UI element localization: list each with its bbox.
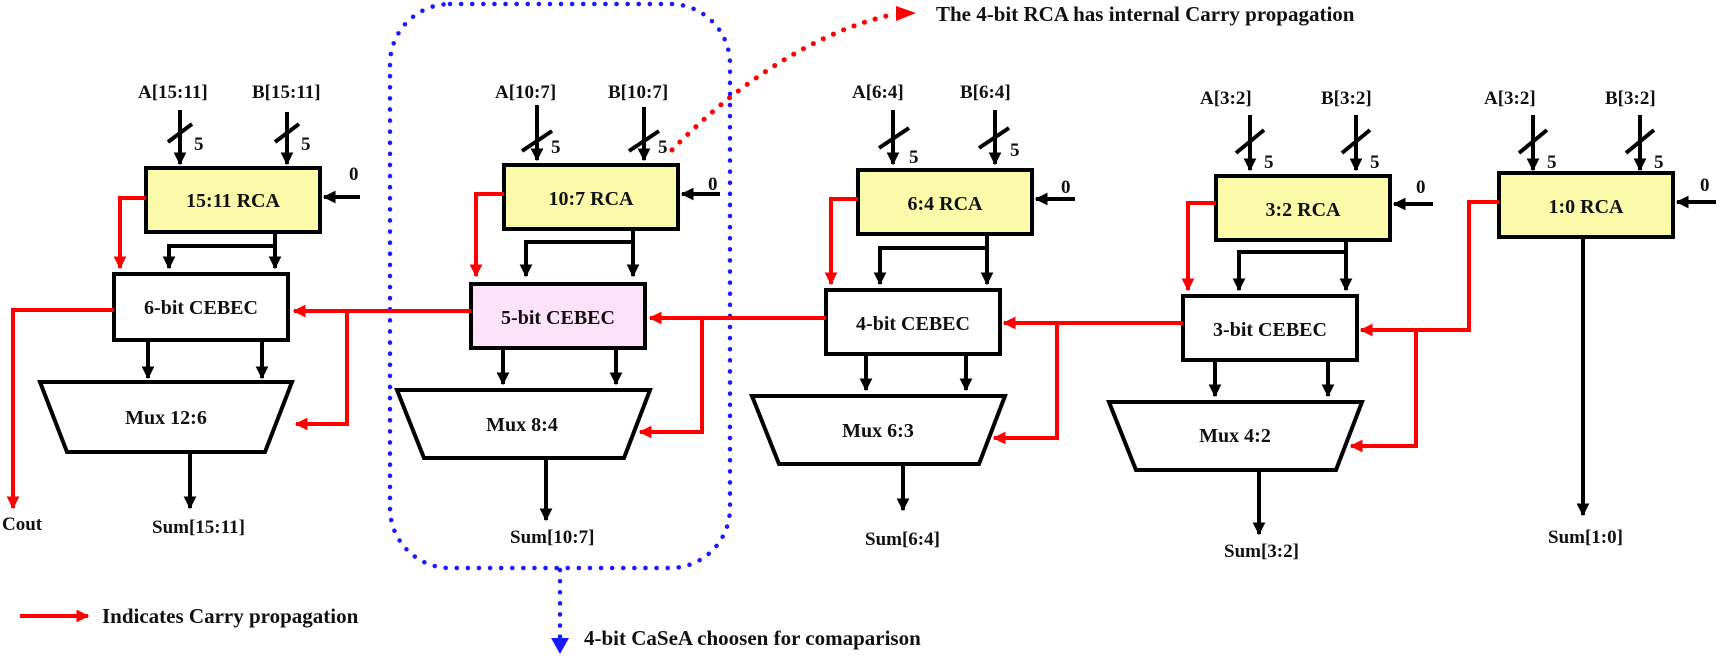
bus-slash-icon xyxy=(1624,128,1656,155)
rca-carry-wire xyxy=(824,197,858,286)
cebec-block xyxy=(824,288,1002,356)
mux-block xyxy=(749,394,1008,466)
rca-to-cebec-wire xyxy=(519,229,635,278)
cebec-label: 4-bit CEBEC xyxy=(856,313,970,335)
input-a-label: A[3:2] xyxy=(1484,88,1536,109)
bus-width-b: 5 xyxy=(1654,152,1664,173)
sum-label: Sum[6:4] xyxy=(865,529,940,550)
stage-15-11: A[15:11] B[15:11] 5 5 15:11 RCA 0 6-bit … xyxy=(2,82,360,538)
rca-note-text: The 4-bit RCA has internal Carry propaga… xyxy=(936,2,1355,26)
cebec-label: 3-bit CEBEC xyxy=(1213,319,1327,341)
carry-select-wire xyxy=(294,311,349,431)
mux-label: Mux 8:4 xyxy=(486,414,558,436)
casea-note-text: 4-bit CaSeA choosen for comaparison xyxy=(584,626,921,650)
carry-out-wire xyxy=(6,308,114,510)
rca-note-pointer-line xyxy=(669,11,898,153)
rca-to-cebec-wire xyxy=(162,232,277,270)
carry-select-wire xyxy=(992,323,1059,445)
carry-in-label: 0 xyxy=(1061,177,1071,198)
carry-in-label: 0 xyxy=(1700,175,1710,196)
input-a-label: A[3:2] xyxy=(1200,88,1252,109)
stage-6-4: A[6:4] B[6:4] 5 5 6:4 RCA 0 4-bit CEBEC … xyxy=(638,82,1075,550)
sum-label: Sum[1:0] xyxy=(1548,527,1623,548)
bus-slash-icon xyxy=(520,129,554,153)
input-b-label: B[15:11] xyxy=(252,82,321,103)
bus-width-b: 5 xyxy=(301,134,311,155)
input-b-label: B[10:7] xyxy=(608,82,668,103)
rca-to-cebec-wire xyxy=(1232,240,1348,292)
mux-label: Mux 4:2 xyxy=(1199,425,1271,447)
carry-select-wire xyxy=(1349,330,1418,453)
sum-label: Sum[3:2] xyxy=(1224,541,1299,562)
input-a-label: A[15:11] xyxy=(138,82,208,103)
input-a-label: A[10:7] xyxy=(495,82,556,103)
stage-3-2: A[3:2] B[3:2] 5 5 3:2 RCA 0 3-bit CEBEC … xyxy=(992,88,1433,562)
legend: Indicates Carry propagation xyxy=(20,604,359,628)
stage-10-7: A[10:7] B[10:7] 5 5 10:7 RCA 0 5-bit CEB… xyxy=(292,82,720,548)
rca-label: 6:4 RCA xyxy=(908,193,984,215)
carry-in-label: 0 xyxy=(349,164,359,185)
rca-label: 1:0 RCA xyxy=(1549,196,1625,218)
rca-to-cebec-wire xyxy=(873,234,989,286)
rca-block xyxy=(856,168,1034,236)
stage-1-0: A[3:2] B[3:2] 5 5 1:0 RCA 0 Sum[1:0] xyxy=(1349,88,1716,548)
bus-slash-icon xyxy=(166,122,194,144)
carry-out-label: Cout xyxy=(2,514,43,535)
mux-block xyxy=(37,380,295,454)
input-b-label: B[3:2] xyxy=(1605,88,1656,109)
rca-carry-wire xyxy=(469,192,504,278)
carry-select-wire xyxy=(638,318,704,439)
rca-carry-wire xyxy=(113,196,146,270)
bus-width-b: 5 xyxy=(658,137,668,158)
bus-slash-icon xyxy=(1234,128,1266,155)
mux-label: Mux 6:3 xyxy=(842,420,914,442)
cebec-block xyxy=(112,272,290,342)
carry-in-label: 0 xyxy=(1416,177,1426,198)
bus-width-a: 5 xyxy=(194,134,204,155)
rca-note-arrowhead-icon xyxy=(896,6,916,21)
bus-width-b: 5 xyxy=(1370,152,1380,173)
casea-highlight-outline xyxy=(387,1,733,571)
cebec-block-highlighted xyxy=(469,282,647,350)
carry-in-label: 0 xyxy=(708,174,718,195)
mux-label: Mux 12:6 xyxy=(125,407,207,429)
cebec-block xyxy=(1181,294,1359,362)
sum-label: Sum[15:11] xyxy=(152,517,245,538)
input-a-label: A[6:4] xyxy=(852,82,904,103)
rca-label: 3:2 RCA xyxy=(1266,199,1342,221)
bus-width-a: 5 xyxy=(909,147,919,168)
input-b-label: B[6:4] xyxy=(960,82,1011,103)
cebec-label: 5-bit CEBEC xyxy=(501,307,615,329)
mux-block xyxy=(394,388,653,460)
rca-label: 10:7 RCA xyxy=(549,188,635,210)
legend-label: Indicates Carry propagation xyxy=(102,604,359,628)
bus-slash-icon xyxy=(273,122,301,144)
bus-slash-icon xyxy=(1517,128,1549,155)
rca-carry-wire xyxy=(1181,201,1216,292)
rca-block xyxy=(1497,171,1675,239)
sum-label: Sum[10:7] xyxy=(510,527,594,548)
bus-width-a: 5 xyxy=(551,137,561,158)
rca-block xyxy=(1214,174,1392,242)
rca-block xyxy=(502,163,680,231)
bus-slash-icon xyxy=(1340,128,1372,155)
bus-slash-icon xyxy=(627,129,661,153)
bus-width-a: 5 xyxy=(1264,152,1274,173)
casea-pointer-arrowhead-icon xyxy=(551,638,569,654)
bus-slash-icon xyxy=(877,126,911,150)
rca-label: 15:11 RCA xyxy=(186,190,280,212)
mux-block xyxy=(1106,400,1365,472)
bus-width-a: 5 xyxy=(1547,152,1557,173)
input-b-label: B[3:2] xyxy=(1321,88,1372,109)
bus-width-b: 5 xyxy=(1010,140,1020,161)
bus-slash-icon xyxy=(977,126,1011,150)
cebec-label: 6-bit CEBEC xyxy=(144,297,258,319)
